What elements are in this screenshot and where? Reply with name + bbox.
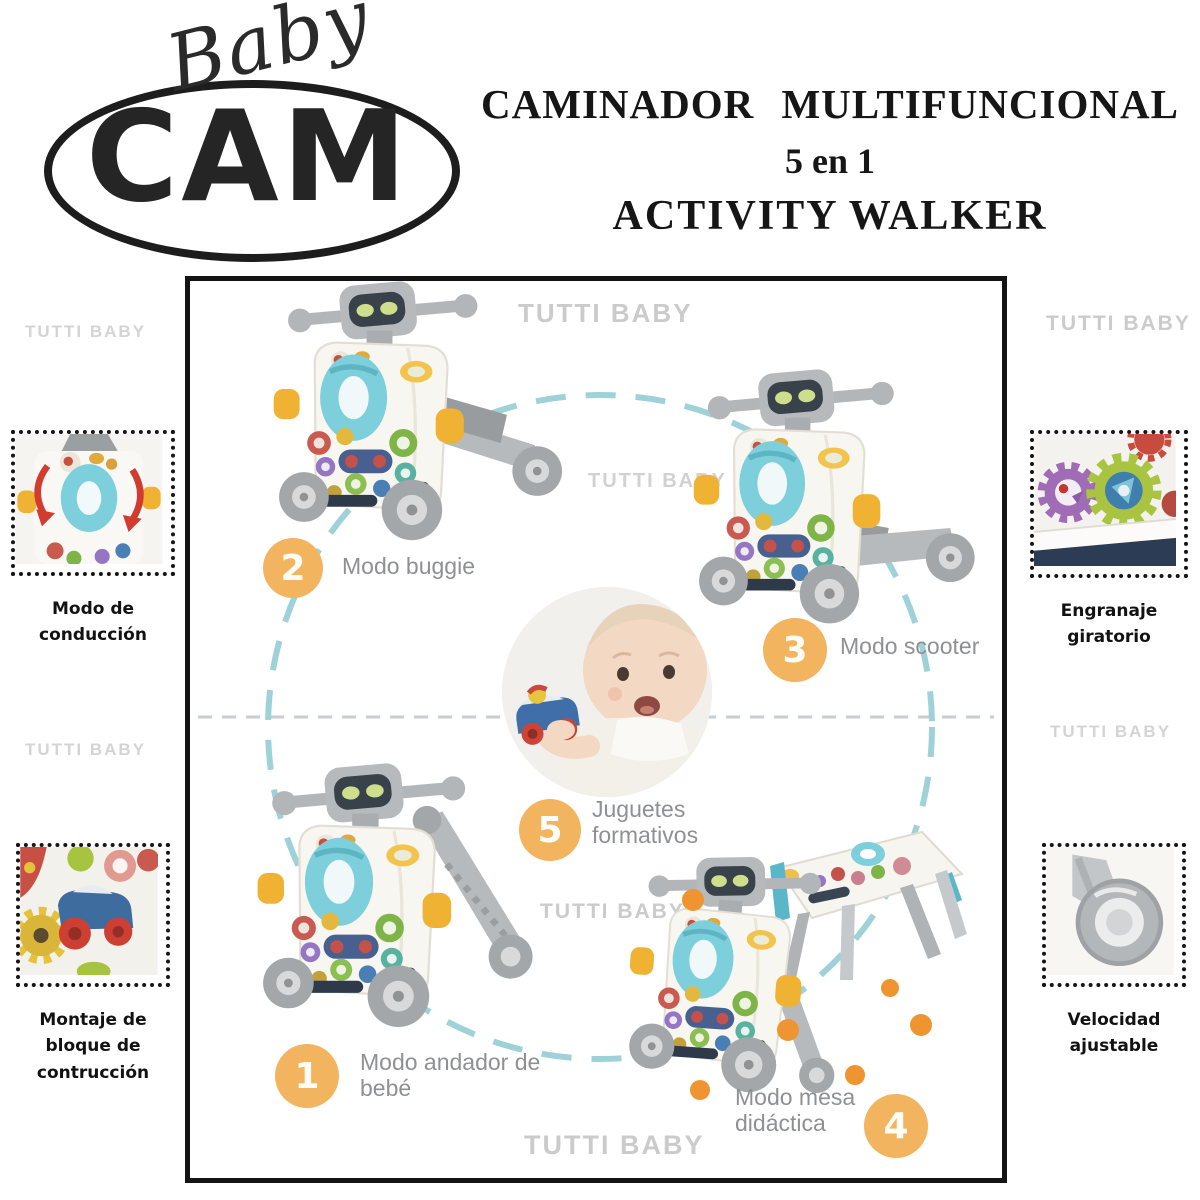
watermark: TUTTI BABY [1046, 312, 1191, 335]
mode-3-label: Modo scooter [840, 633, 980, 659]
walker-mode-scooter-illustration [694, 363, 975, 623]
brand-logo: CAM Baby [38, 0, 473, 262]
steering-wheel-photo [15, 434, 163, 566]
modes-scene-illustration [198, 281, 994, 1100]
feature-photo-frame [11, 430, 175, 576]
title-line-3: ACTIVITY WALKER [612, 193, 1048, 239]
mode-2-badge: 2 [263, 538, 323, 598]
mode-1-badge: 1 [275, 1044, 339, 1108]
feature-block-assembly: Montaje de bloque de contrucción [12, 843, 172, 1086]
feature-adjustable-speed-label: Velocidad ajustable [1067, 1010, 1161, 1057]
watermark: TUTTI BABY [588, 470, 727, 492]
feature-adjustable-speed: Velocidad ajustable [1040, 843, 1188, 1060]
watermark: TUTTI BABY [25, 322, 147, 341]
mode-3-badge: 3 [763, 618, 827, 682]
orange-balls [682, 889, 932, 1100]
feature-photo-frame [1042, 843, 1186, 987]
mode-5-label: Juguetes formativos [592, 796, 699, 849]
mode-2-label: Modo buggie [342, 553, 475, 579]
feature-photo-frame [12, 843, 170, 987]
activity-table-illustration [770, 830, 967, 988]
product-title: CAMINADOR MULTIFUNCIONAL 5 en 1 ACTIVITY… [470, 80, 1190, 240]
mode-5-badge: 5 [519, 799, 581, 861]
feature-rotating-gear: Engranaje giratorio [1028, 417, 1190, 651]
walker-mode-buggy-illustration [274, 281, 563, 540]
logo-ellipse-outline [44, 80, 460, 262]
title-line-2: 5 en 1 [785, 141, 875, 181]
feature-driving-mode: Modo de conducción [8, 430, 178, 649]
mode-4-badge: 4 [864, 1094, 928, 1158]
product-modes-panel: 2 3 5 1 4 Modo buggie Modo scooter Jugue… [185, 276, 1007, 1183]
title-line-1: CAMINADOR MULTIFUNCIONAL [481, 81, 1179, 127]
brand-name-main: CAM [85, 83, 411, 230]
baby-photo [502, 587, 712, 797]
watermark: TUTTI BABY [540, 900, 685, 923]
mode-1-label: Modo andador de bebé [360, 1049, 541, 1102]
mode-4-label: Modo mesa didáctica [735, 1084, 856, 1137]
feature-driving-mode-label: Modo de conducción [39, 599, 147, 646]
watermark: TUTTI BABY [1050, 722, 1172, 741]
dashed-cycle-circle [265, 392, 935, 1062]
watermark: TUTTI BABY [518, 298, 693, 328]
feature-block-assembly-label: Montaje de bloque de contrucción [36, 1010, 150, 1083]
toy-car-blocks-photo [12, 845, 160, 981]
caster-wheel-photo [1046, 847, 1174, 975]
feature-photo-frame [1030, 417, 1188, 578]
walker-mode-push-illustration [258, 757, 533, 1027]
feature-rotating-gear-label: Engranaje giratorio [1060, 601, 1158, 648]
walker-mode-table-illustration [622, 843, 835, 1098]
watermark: TUTTI BABY [524, 1130, 705, 1160]
rotating-gears-photo [1031, 417, 1188, 566]
watermark: TUTTI BABY [25, 740, 147, 759]
